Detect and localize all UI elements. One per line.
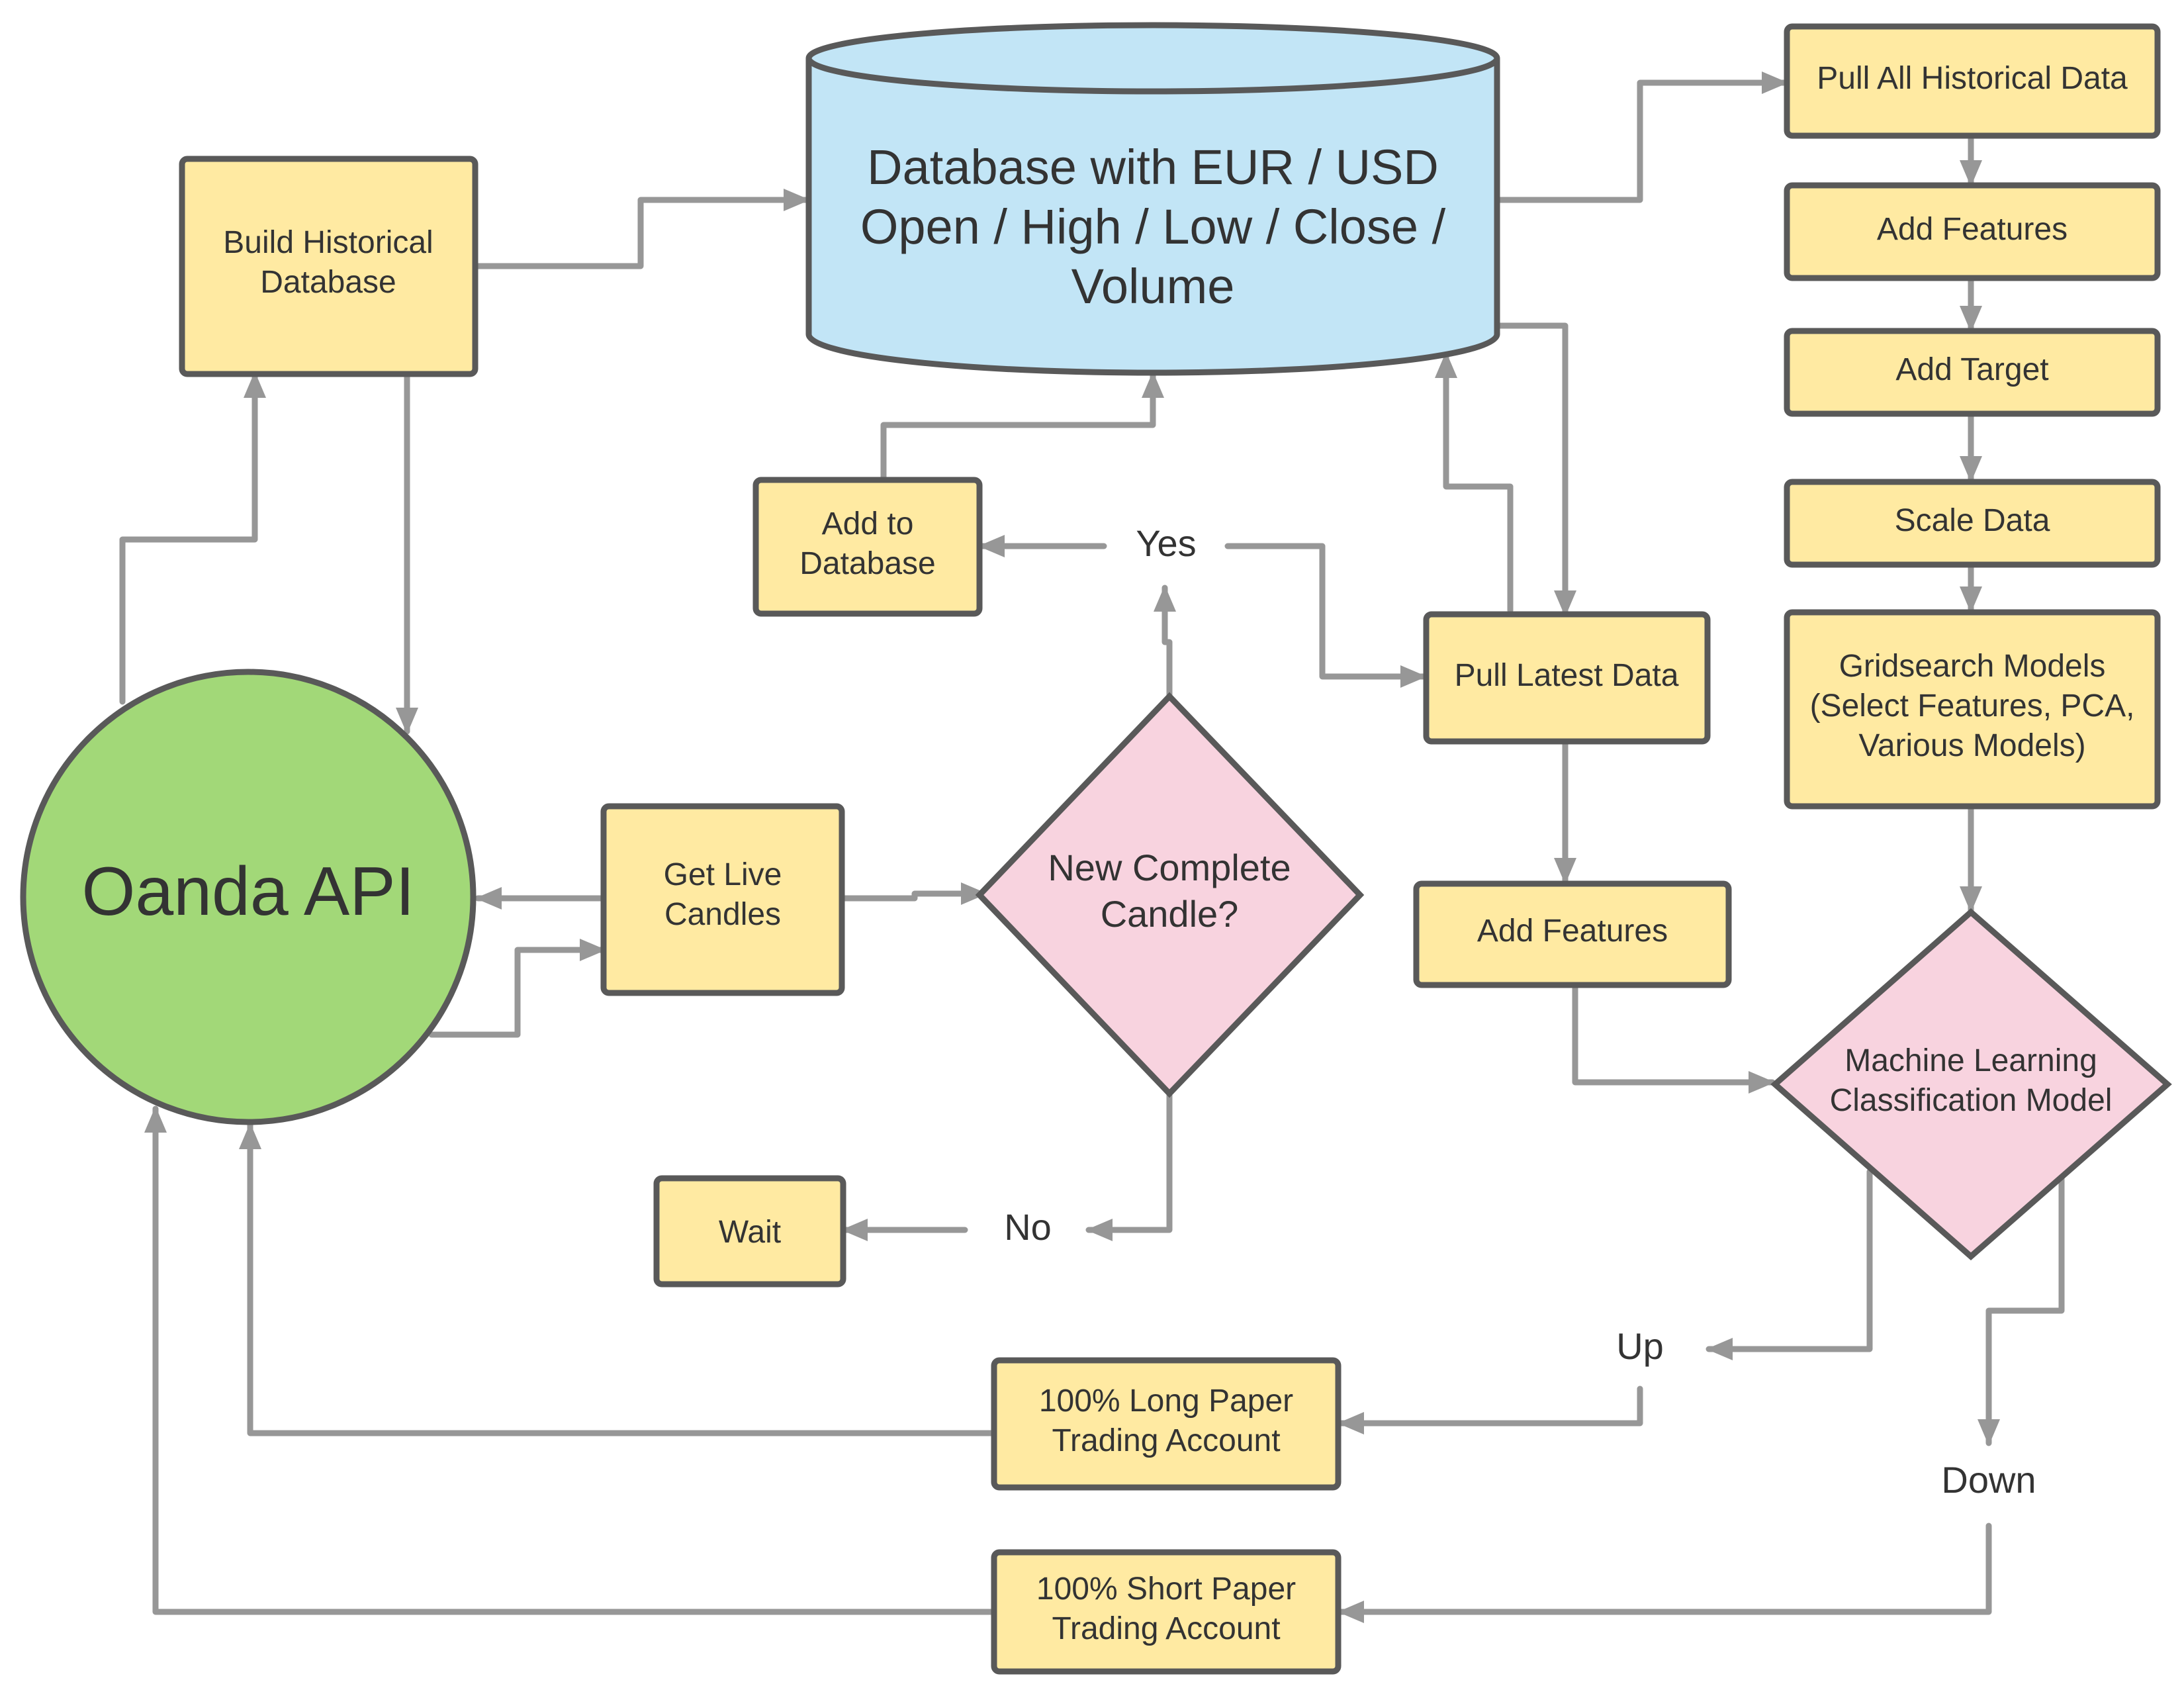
add-to-database-node: Add to Database bbox=[752, 477, 983, 617]
wait-label: Wait bbox=[719, 1215, 781, 1250]
connector-get-live-to-new-candle bbox=[839, 882, 988, 905]
connector-pull-latest-to-database bbox=[1435, 351, 1514, 614]
connector-yes-to-pull-latest bbox=[1224, 543, 1428, 688]
connector-down-to-short-account bbox=[1337, 1523, 1992, 1623]
new-complete-candle-label-line1: New Complete bbox=[1048, 847, 1291, 888]
connector-new-candle-to-no bbox=[1085, 1090, 1173, 1241]
edge-label-down: Down bbox=[1941, 1459, 2036, 1501]
add-target-node: Add Target bbox=[1784, 328, 2161, 417]
edge-label-yes: Yes bbox=[1136, 522, 1196, 564]
add-to-database-label-line2: Database bbox=[799, 546, 935, 581]
database-cylinder: Database with EUR / USD Open / High / Lo… bbox=[805, 22, 1500, 376]
database-label-line1: Database with EUR / USD bbox=[867, 140, 1439, 195]
ml-classification-model-decision: Machine Learning Classification Model bbox=[1770, 908, 2172, 1260]
add-to-database-label-line1: Add to bbox=[822, 506, 914, 541]
pull-latest-data-node: Pull Latest Data bbox=[1423, 611, 1711, 745]
gridsearch-models-label-line1: Gridsearch Models bbox=[1839, 649, 2106, 684]
ml-model-label-line2: Classification Model bbox=[1830, 1083, 2113, 1118]
pull-all-historical-data-node: Pull All Historical Data bbox=[1784, 23, 2161, 139]
wait-node: Wait bbox=[653, 1175, 846, 1288]
ml-model-label-line1: Machine Learning bbox=[1844, 1043, 2097, 1078]
connector-api-to-build-db bbox=[119, 371, 266, 705]
edge-label-up: Up bbox=[1616, 1325, 1664, 1367]
edge-label-no: No bbox=[1004, 1206, 1052, 1248]
connector-add-features-to-ml-model bbox=[1572, 982, 1776, 1094]
short-paper-account-label-line2: Trading Account bbox=[1052, 1611, 1280, 1646]
connector-ml-model-to-down bbox=[1978, 1174, 2065, 1446]
long-paper-account-label-line1: 100% Long Paper bbox=[1039, 1383, 1293, 1419]
database-label-line2: Open / High / Low / Close / bbox=[860, 199, 1446, 254]
connector-api-to-get-live bbox=[428, 939, 607, 1038]
pull-latest-data-label: Pull Latest Data bbox=[1455, 658, 1679, 693]
build-historical-database-node: Build Historical Database bbox=[179, 156, 478, 377]
get-live-candles-label-line2: Candles bbox=[664, 897, 781, 932]
gridsearch-models-label-line2: (Select Features, PCA, bbox=[1810, 688, 2135, 724]
connector-ml-model-to-up bbox=[1706, 1168, 1873, 1360]
connector-add-to-db-to-database bbox=[880, 371, 1164, 481]
oanda-api-node: Oanda API bbox=[20, 669, 477, 1125]
gridsearch-models-node: Gridsearch Models (Select Features, PCA,… bbox=[1784, 609, 2161, 810]
add-features-node: Add Features bbox=[1784, 182, 2161, 281]
short-paper-account-node: 100% Short Paper Trading Account bbox=[991, 1549, 1342, 1675]
scale-data-node: Scale Data bbox=[1784, 479, 2161, 568]
add-features-label: Add Features bbox=[1877, 212, 2068, 247]
connector-database-to-pull-all bbox=[1496, 71, 1789, 203]
connectors bbox=[119, 71, 2065, 1623]
build-historical-database-label-line1: Build Historical bbox=[223, 225, 433, 260]
connector-long-account-to-api bbox=[239, 1122, 997, 1436]
database-label-line3: Volume bbox=[1071, 259, 1235, 314]
connector-database-to-pull-latest bbox=[1496, 322, 1576, 618]
oanda-api-label: Oanda API bbox=[81, 853, 414, 930]
long-paper-account-node: 100% Long Paper Trading Account bbox=[991, 1357, 1342, 1491]
scale-data-label: Scale Data bbox=[1895, 503, 2050, 538]
connector-short-account-to-api bbox=[144, 1105, 997, 1615]
short-paper-account-label-line1: 100% Short Paper bbox=[1036, 1571, 1296, 1607]
long-paper-account-label-line2: Trading Account bbox=[1052, 1423, 1280, 1458]
get-live-candles-node: Get Live Candles bbox=[600, 803, 845, 996]
pull-all-historical-data-label: Pull All Historical Data bbox=[1817, 61, 2128, 96]
add-features-live-label: Add Features bbox=[1477, 914, 1668, 949]
connector-new-candle-to-yes bbox=[1154, 585, 1176, 700]
connector-up-to-long-account bbox=[1337, 1385, 1643, 1434]
new-complete-candle-label-line2: Candle? bbox=[1101, 893, 1239, 935]
add-features-live-node: Add Features bbox=[1413, 880, 1732, 988]
gridsearch-models-label-line3: Various Models) bbox=[1858, 728, 2085, 763]
build-historical-database-label-line2: Database bbox=[260, 265, 396, 300]
get-live-candles-label-line1: Get Live bbox=[664, 857, 782, 892]
connector-build-db-to-database bbox=[472, 189, 811, 269]
new-complete-candle-decision: New Complete Candle? bbox=[975, 692, 1365, 1098]
add-target-label: Add Target bbox=[1895, 352, 2048, 387]
